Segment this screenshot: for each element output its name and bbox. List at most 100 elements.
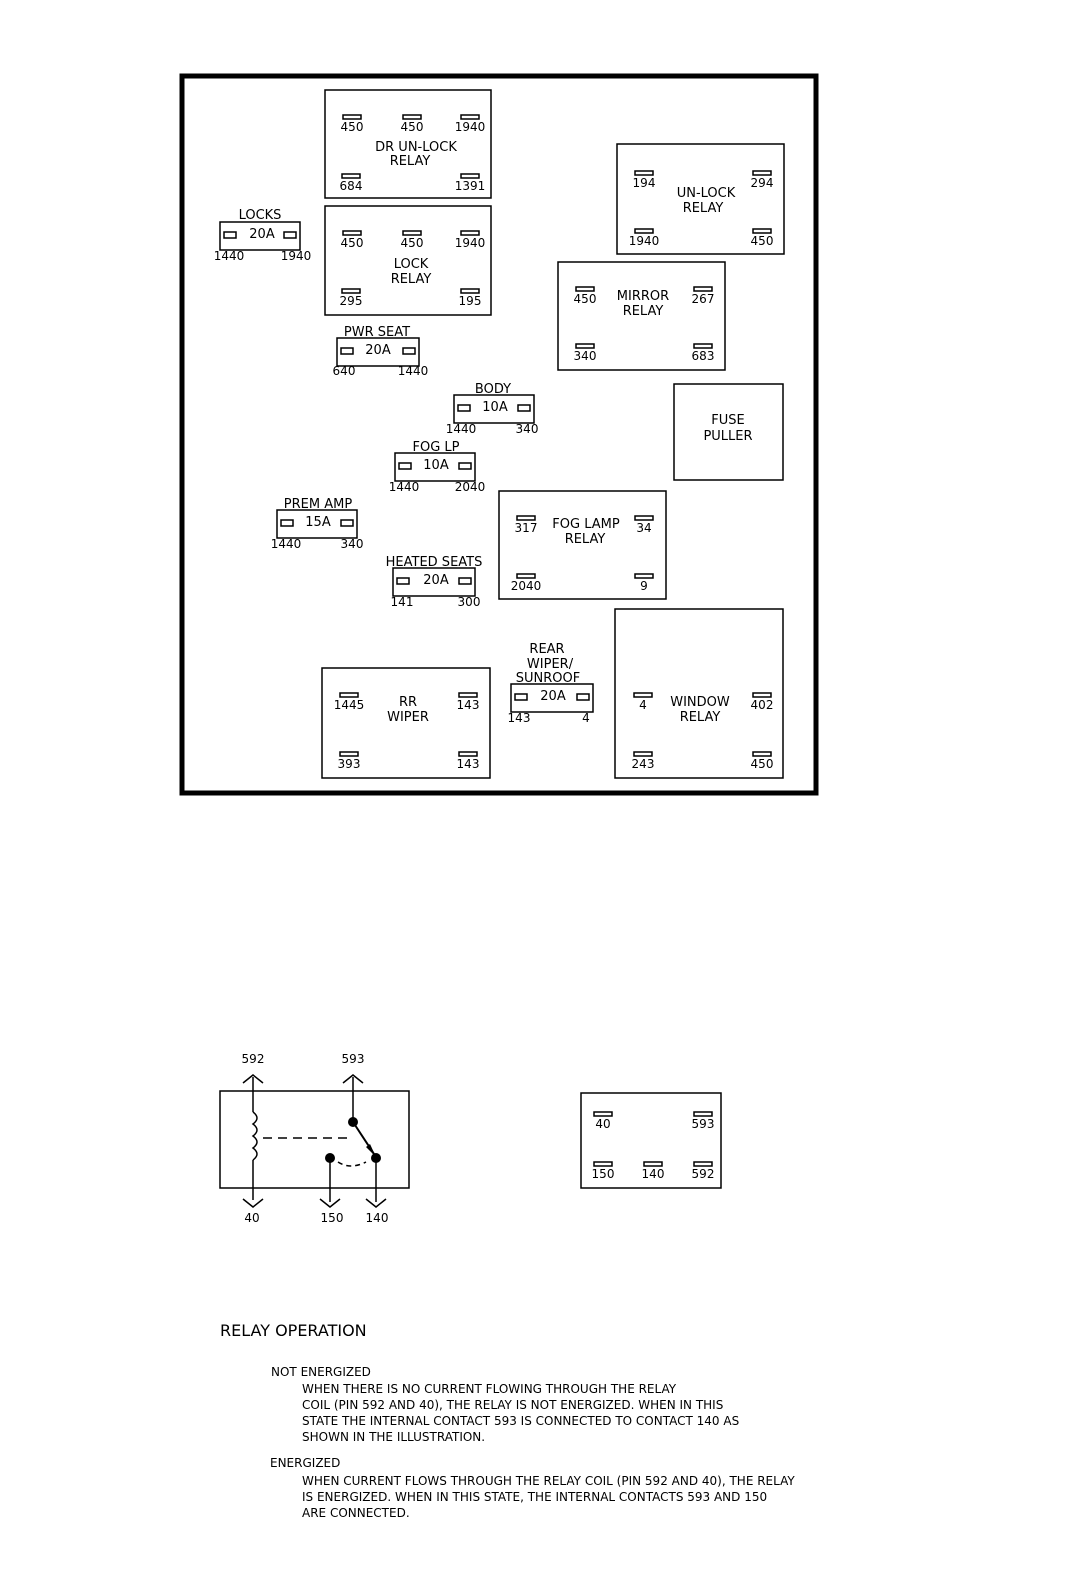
relay-body <box>614 608 784 779</box>
fuse-name: REAR <box>529 642 564 657</box>
down-arrow-icon <box>319 1198 341 1208</box>
schematic-pin-label: 140 <box>366 1211 389 1225</box>
relay-label: RELAY <box>391 272 432 287</box>
pin-label: 340 <box>574 349 597 363</box>
fuse-pin: 1440 <box>271 537 302 551</box>
fuse-fog-lp: FOG LP 10A 1440 2040 <box>389 440 486 494</box>
description-line: SHOWN IN THE ILLUSTRATION. <box>302 1430 485 1444</box>
fuse-pin: 340 <box>341 537 364 551</box>
pin-label: 683 <box>692 349 715 363</box>
relay-schematic: 592 593 40 150 140 <box>219 1052 410 1225</box>
relay-body <box>557 261 726 371</box>
relay-label: RR <box>399 695 417 710</box>
pin-label: 294 <box>751 176 774 190</box>
fuse-body <box>392 567 476 597</box>
schematic-housing <box>219 1090 410 1189</box>
relay-body <box>321 667 491 779</box>
pin-label: 1940 <box>455 120 486 134</box>
down-arrow-icon <box>242 1198 264 1208</box>
pin-label: 1940 <box>455 236 486 250</box>
relay-label: WIPER <box>387 710 429 725</box>
fuse-rating: 20A <box>540 689 566 704</box>
fuse-name: BODY <box>475 382 511 397</box>
pinout-pin-label: 592 <box>692 1167 715 1181</box>
pin-label: 9 <box>640 579 648 593</box>
fuse-rating: 10A <box>423 458 449 473</box>
pin-label: 1940 <box>629 234 660 248</box>
fuse-heated-seats: HEATED SEATS 20A 141 300 <box>386 555 483 609</box>
relay-rr-wiper: 1445 143 RR WIPER 393 143 <box>321 667 491 779</box>
fuse-prem-amp: PREM AMP 15A 1440 340 <box>271 497 364 551</box>
fuse-name: LOCKS <box>239 208 282 223</box>
relay-body <box>324 205 492 316</box>
fuse-rating: 20A <box>365 343 391 358</box>
fuse-body <box>336 337 420 367</box>
pinout-pin-label: 40 <box>595 1117 610 1131</box>
description-line: COIL (PIN 592 AND 40), THE RELAY IS NOT … <box>302 1398 723 1412</box>
pin-label: 684 <box>340 179 363 193</box>
relay-body <box>324 89 492 199</box>
description-line: IS ENERGIZED. WHEN IN THIS STATE, THE IN… <box>302 1490 767 1504</box>
fuse-pin: 1440 <box>389 480 420 494</box>
pin-label: 34 <box>636 521 651 535</box>
fuse-pin: 1440 <box>446 422 477 436</box>
up-arrow-icon <box>242 1074 264 1084</box>
fuse-pin: 4 <box>582 711 590 725</box>
fuse-pin: 1940 <box>281 249 312 263</box>
relay-window: 4 402 WINDOW RELAY 243 450 <box>614 608 784 779</box>
relay-pinout: 40 593 150 140 592 <box>580 1092 722 1189</box>
pin-label: 295 <box>340 294 363 308</box>
pinout-body <box>580 1092 722 1189</box>
pin-label: 143 <box>457 698 480 712</box>
fuse-pin: 143 <box>508 711 531 725</box>
pin-label: 4 <box>639 698 647 712</box>
schematic-pin-label: 150 <box>321 1211 344 1225</box>
fuse-puller-label: FUSE <box>711 413 744 428</box>
pin-label: 450 <box>574 292 597 306</box>
fuse-body <box>394 452 476 482</box>
pin-label: 393 <box>338 757 361 771</box>
relay-label: WINDOW <box>670 695 730 710</box>
fuse-pin: 340 <box>516 422 539 436</box>
fuse-body <box>219 221 301 251</box>
not-energized-title: NOT ENERGIZED <box>271 1365 371 1379</box>
fuse-body-circuit: BODY 10A 1440 340 <box>446 382 539 436</box>
fuse-name: PWR SEAT <box>344 325 410 340</box>
fuse-body <box>453 394 535 424</box>
relay-label: DR UN-LOCK <box>375 140 457 155</box>
fuse-name: WIPER/ <box>527 657 574 672</box>
fuse-pin: 640 <box>333 364 356 378</box>
relay-label: RELAY <box>623 304 664 319</box>
pin-label: 450 <box>401 236 424 250</box>
description-line: STATE THE INTERNAL CONTACT 593 IS CONNEC… <box>302 1414 739 1428</box>
pin-label: 194 <box>633 176 656 190</box>
fuse-locks: LOCKS 20A 1440 1940 <box>214 208 312 263</box>
pin-label: 402 <box>751 698 774 712</box>
relay-label: RELAY <box>683 201 724 216</box>
relay-unlock: 194 294 UN-LOCK RELAY 1940 450 <box>616 143 785 255</box>
fuse-pwr-seat: PWR SEAT 20A 640 1440 <box>333 325 429 378</box>
relay-label: RELAY <box>680 710 721 725</box>
fuse-rating: 20A <box>249 227 275 242</box>
fuse-puller: FUSE PULLER <box>673 383 784 481</box>
fuse-body <box>276 509 358 539</box>
pin-label: 450 <box>401 120 424 134</box>
pin-label: 267 <box>692 292 715 306</box>
relay-label: RELAY <box>390 154 431 169</box>
fuse-rating: 10A <box>482 400 508 415</box>
pin-label: 1391 <box>455 179 486 193</box>
pin-label: 143 <box>457 757 480 771</box>
fuse-name: PREM AMP <box>284 497 353 512</box>
pin-label: 450 <box>751 234 774 248</box>
relay-label: RELAY <box>565 532 606 547</box>
relay-label: LOCK <box>394 257 429 272</box>
relay-mirror: 450 267 MIRROR RELAY 340 683 <box>557 261 726 371</box>
fuse-puller-label: PULLER <box>703 429 752 444</box>
description-line: WHEN THERE IS NO CURRENT FLOWING THROUGH… <box>302 1382 677 1396</box>
fuse-name: FOG LP <box>413 440 460 455</box>
fuse-name: HEATED SEATS <box>386 555 483 570</box>
pin-label: 450 <box>751 757 774 771</box>
schematic-pin-label: 40 <box>244 1211 259 1225</box>
relay-label: UN-LOCK <box>677 186 736 201</box>
